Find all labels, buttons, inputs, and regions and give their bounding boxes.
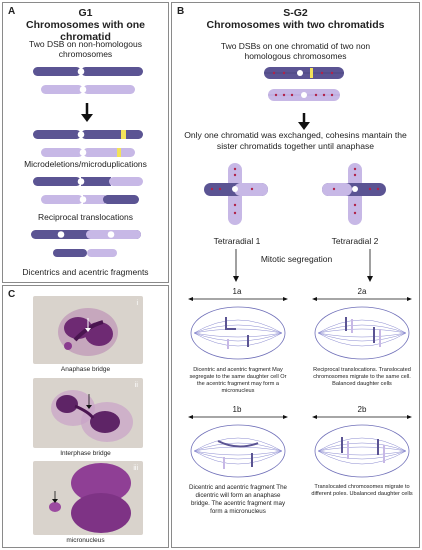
case-1b-label: 1b xyxy=(232,405,242,414)
case-1b-cell xyxy=(188,415,288,478)
panel-b: B S-G2 Chromosomes with two chromatids T… xyxy=(171,2,420,548)
mitotic-segregation-label: Mitotic segregation xyxy=(260,254,333,264)
case-2b-cell xyxy=(312,415,412,478)
photo-ii-caption: Interphase bridge xyxy=(60,450,111,457)
case-2a-label: 2a xyxy=(357,287,367,296)
case-2a-cell xyxy=(312,297,412,360)
panel-a-subtitle: Chromosomes with one chromatid xyxy=(25,19,145,43)
panel-b-exchange-text: Only one chromatid was exchanged, cohesi… xyxy=(184,130,407,151)
case-2b-label: 2b xyxy=(357,405,367,414)
case-1a-text: Dicentric and acentric fragment May segr… xyxy=(189,367,287,394)
a-label-reciprocal: Reciprocal translocations xyxy=(38,212,133,222)
tetraradial-2 xyxy=(322,163,386,225)
panel-a: A G1 Chromosomes with one chromatid Two … xyxy=(2,2,169,283)
case-2a-text: Reciprocal translocations. Translocated … xyxy=(313,367,411,387)
a-label-micro: Microdeletions/microduplications xyxy=(24,159,147,169)
a-chromosomes-reciprocal xyxy=(33,177,143,204)
panel-b-subtitle: Chromosomes with two chromatids xyxy=(206,19,385,31)
panel-a-title: G1 xyxy=(78,7,93,19)
micronucleus-image xyxy=(49,463,131,533)
photo-ii-numeral: ii xyxy=(134,382,138,389)
case-1a-cell xyxy=(188,297,288,360)
panel-c: C i Anaphase bridge ii Interphase bridge xyxy=(2,285,169,548)
a-label-dicentric: Dicentrics and acentric fragments xyxy=(22,267,149,277)
panel-b-intro: Two DSBs on one chromatid of two non hom… xyxy=(220,41,371,61)
case-1a-label: 1a xyxy=(232,287,242,296)
panel-b-letter: B xyxy=(177,6,185,17)
photo-i-caption: Anaphase bridge xyxy=(60,366,111,373)
photo-interphase-bridge: ii xyxy=(33,378,143,448)
tetraradial-1 xyxy=(204,163,268,225)
panel-a-intro: Two DSB on non-homologous chromosomes xyxy=(29,39,142,59)
case-2b-text: Translocated chromosomes migrate to diff… xyxy=(311,484,413,497)
a-down-arrow xyxy=(81,103,93,122)
b-down-arrow xyxy=(298,113,310,130)
panel-a-letter: A xyxy=(8,6,16,17)
interphase-bridge-image xyxy=(51,390,133,442)
anaphase-bridge-image xyxy=(58,308,118,356)
a-chromosomes-dicentric xyxy=(31,230,141,257)
panel-b-title: S-G2 xyxy=(283,7,308,19)
photo-iii-numeral: iii xyxy=(133,465,138,472)
photo-anaphase-bridge: i xyxy=(33,296,143,364)
segregation-arrows xyxy=(233,249,373,282)
tetraradial-1-label: Tetraradial 1 xyxy=(213,236,261,246)
photo-i-numeral: i xyxy=(136,300,138,307)
tetraradial-2-label: Tetraradial 2 xyxy=(331,236,379,246)
a-chromosomes-micro xyxy=(33,130,143,157)
case-1b-text: Dicentric and acentric fragment The dice… xyxy=(189,484,287,515)
photo-iii-caption: micronucleus xyxy=(66,537,105,544)
a-chromosomes-initial xyxy=(33,67,143,94)
panel-c-letter: C xyxy=(8,289,16,300)
b-chromosomes-initial xyxy=(264,67,344,101)
photo-micronucleus: iii xyxy=(33,461,143,535)
